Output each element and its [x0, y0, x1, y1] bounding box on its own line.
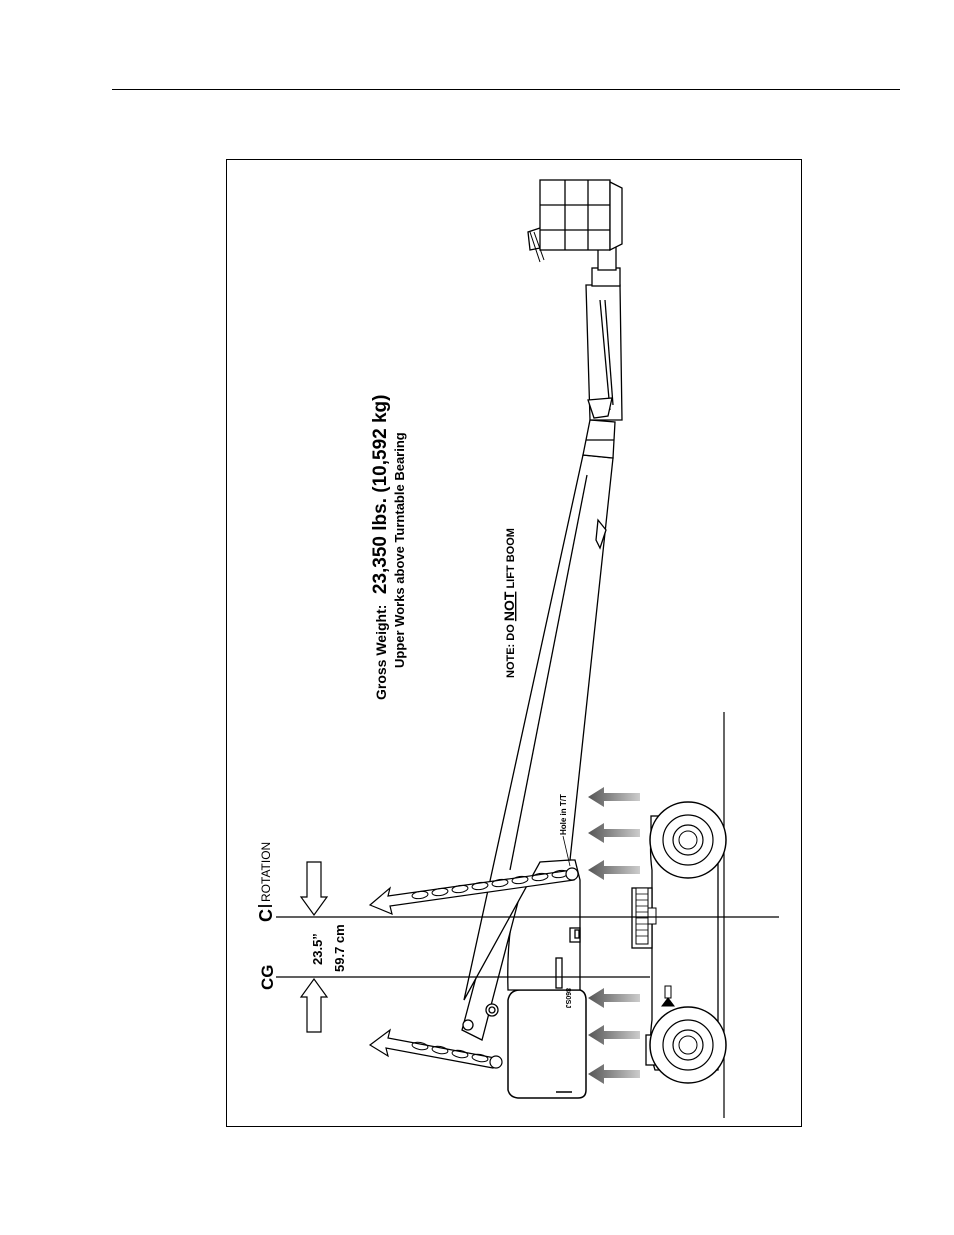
model-label: 860SJ: [564, 988, 571, 1008]
centerline-symbol: C: [256, 909, 276, 922]
lift-note: NOTE: DO NOT LIFT BOOM: [501, 528, 517, 678]
offset-cm: 59.7 cm: [332, 924, 347, 972]
counterweight: [508, 990, 586, 1098]
gross-weight-title: Gross Weight: 23,350 lbs. (10,592 kg): [370, 395, 391, 701]
offset-inches: 23.5”: [310, 933, 325, 965]
support-arrow: [588, 860, 640, 880]
dimension-arrow-top: [301, 862, 327, 915]
gross-weight-subtitle: Upper Works above Turntable Bearing: [392, 432, 407, 668]
support-arrow: [588, 988, 640, 1008]
rear-wheel: [650, 1007, 726, 1083]
rotation-label: ROTATION: [259, 842, 273, 902]
dimension-arrow-bottom: [301, 979, 327, 1032]
front-wheel: [650, 802, 726, 878]
support-arrow: [588, 823, 640, 843]
jib-arm: [586, 245, 622, 420]
cg-label: CG: [258, 965, 277, 991]
platform-basket: [528, 180, 622, 262]
support-arrow: [588, 1025, 640, 1045]
hole-label: Hole in T/T: [559, 794, 568, 835]
support-arrow: [588, 787, 640, 807]
support-arrow: [588, 1064, 640, 1084]
